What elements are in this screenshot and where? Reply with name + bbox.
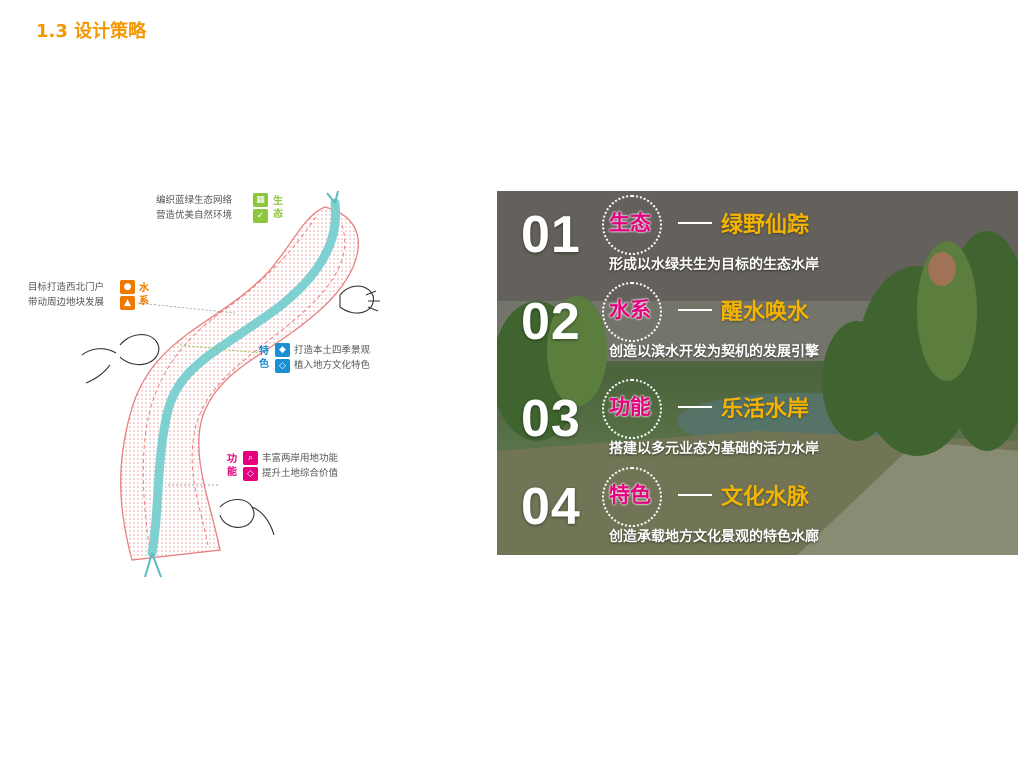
leader-line-feature [179,344,261,354]
annotation-water-line2: 带动周边地块发展 [28,297,105,308]
annotation-feature-line1: 打造本土四季景观 [294,345,371,356]
river-strategy-diagram: 编织蓝绿生态网络 营造优美自然环境 ▦ ✓ 生 态 目标打造西北门户 带动周边地… [20,185,400,585]
strategy-description: 搭建以多元业态为基础的活力水岸 [609,441,819,457]
search-icon: ⌕ [243,451,258,465]
dash-separator [678,222,712,224]
corridor-inner-dash-right [191,224,346,546]
thumbs-up-icon: ✓ [253,209,268,223]
strategy-description: 创造承载地方文化景观的特色水廊 [609,529,819,545]
badge-feature-char1: 特 [259,346,269,357]
hand-sketch-icon [81,285,380,536]
dash-separator [678,406,712,408]
dotted-ring [602,282,662,342]
strategy-number: 01 [521,206,581,264]
strategy-row-04: 04 特色 文化水脉 创造承载地方文化景观的特色水廊 [497,467,1018,555]
badge-eco-char2: 态 [273,209,283,220]
badge-function-char1: 功 [227,454,237,465]
strategy-panel: 01 生态 绿野仙踪 形成以水绿共生为目标的生态水岸 02 水系 醒水唤水 创造… [497,191,1018,555]
grid-icon: ▦ [253,193,268,207]
strategy-headline: 绿野仙踪 [721,213,810,238]
strategy-headline: 乐活水岸 [721,397,810,422]
strategy-row-02: 02 水系 醒水唤水 创造以滨水开发为契机的发展引擎 [497,282,1018,376]
badge-feature: 特 色 [259,345,269,371]
strategy-number: 03 [521,390,581,448]
annotation-feature-line2: 植入地方文化特色 [294,360,371,371]
strategy-description: 创造以滨水开发为契机的发展引擎 [609,344,819,360]
annotation-function: 丰富两岸用地功能 提升土地综合价值 [262,451,338,481]
strategy-tag: 功能 [609,395,651,419]
annotation-eco-line1: 编织蓝绿生态网络 [156,195,233,206]
badge-function-char2: 能 [227,467,237,478]
river [147,198,341,558]
strategy-tag: 水系 [609,298,651,322]
badge-eco-char1: 生 [273,196,283,207]
water-drop-icon: ● [120,280,135,294]
page-title: 1.3 设计策略 [36,21,147,42]
dash-separator [678,309,712,311]
strategy-number: 02 [521,293,581,351]
annotation-water: 目标打造西北门户 带动周边地块发展 [28,280,104,310]
strategy-headline: 醒水唤水 [721,300,810,325]
strategy-headline: 文化水脉 [721,485,810,510]
dotted-ring [602,467,662,527]
badge-function: 功 能 [227,453,237,479]
badge-eco: 生 态 [273,195,283,221]
strategy-tag: 特色 [609,483,651,507]
annotation-eco-line2: 营造优美自然环境 [156,210,233,221]
diamond-icon: ◇ [275,359,290,373]
growth-chart-icon: ▲ [120,296,135,310]
badge-water-char2: 系 [139,296,149,307]
badge-water-char1: 水 [139,283,149,294]
river-corridor-illustration [81,190,380,578]
dotted-ring [602,195,662,255]
hot-air-balloon [928,252,956,286]
strategy-row-01: 01 生态 绿野仙踪 形成以水绿共生为目标的生态水岸 [497,195,1018,289]
dotted-ring [602,379,662,439]
strategy-description: 形成以水绿共生为目标的生态水岸 [609,257,819,273]
river-top-branch [326,190,339,204]
tag-icon: ◆ [275,343,290,357]
strategy-number: 04 [521,478,581,536]
annotation-feature: 打造本土四季景观 植入地方文化特色 [294,343,370,373]
leader-line-water [137,302,236,314]
strategy-tag: 生态 [609,211,651,235]
badge-water: 水 系 [139,282,149,308]
river-bottom-branch [144,552,162,578]
annotation-eco: 编织蓝绿生态网络 营造优美自然环境 [156,193,232,223]
diamond-icon: ◇ [243,467,258,481]
annotation-function-line1: 丰富两岸用地功能 [262,453,339,464]
badge-feature-char2: 色 [259,359,269,370]
dash-separator [678,494,712,496]
strategy-row-03: 03 功能 乐活水岸 搭建以多元业态为基础的活力水岸 [497,379,1018,473]
annotation-function-line2: 提升土地综合价值 [262,468,339,479]
annotation-water-line1: 目标打造西北门户 [28,282,105,293]
